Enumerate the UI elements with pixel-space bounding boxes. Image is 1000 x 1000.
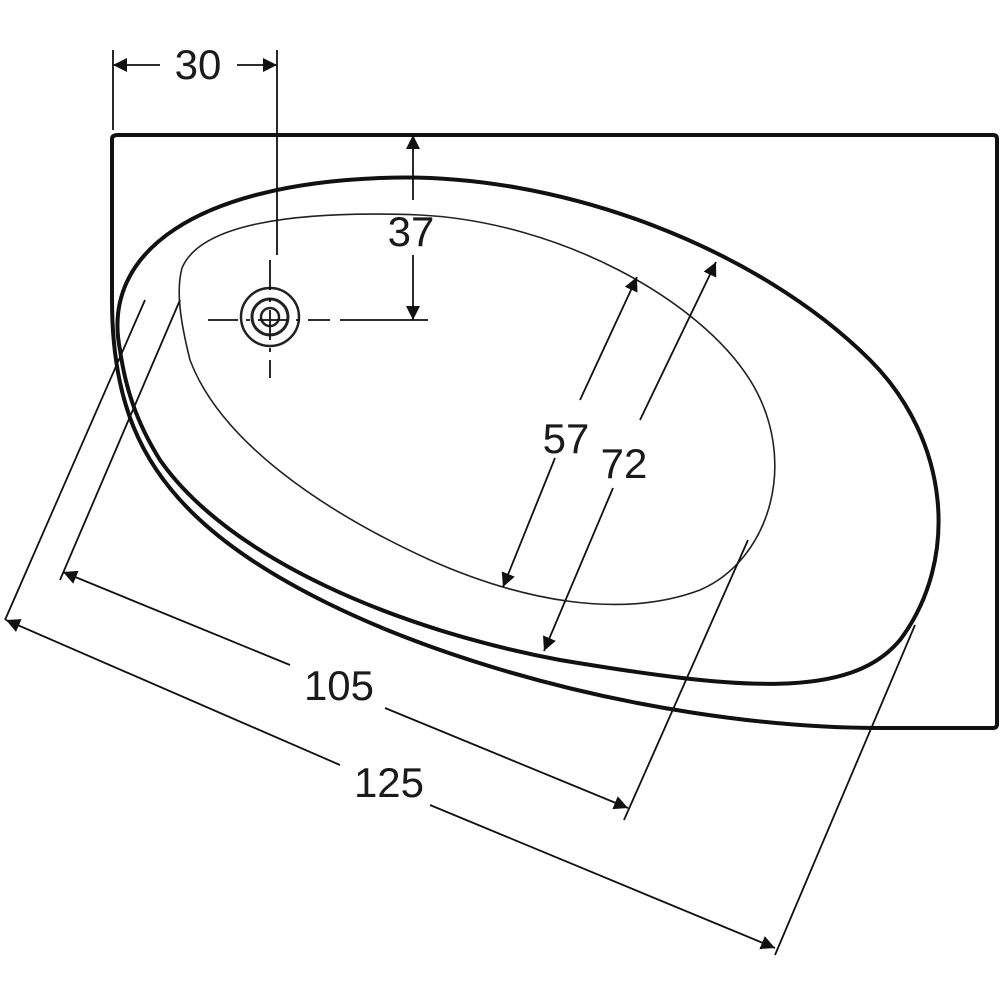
basin-inner-floor — [178, 213, 776, 606]
dimension-label-105: 105 — [304, 662, 374, 709]
tub-outer-outline — [110, 133, 999, 730]
dimension-105: 105 — [59, 299, 749, 821]
basin-rim — [115, 175, 941, 686]
dimension-label-57: 57 — [543, 415, 590, 462]
dimension-label-37: 37 — [388, 208, 435, 255]
dimension-30: 30 — [112, 41, 278, 255]
dimension-label-125: 125 — [354, 759, 424, 806]
dimension-label-72: 72 — [601, 440, 648, 487]
dimension-72: 72 — [543, 261, 717, 652]
dimension-37: 37 — [340, 135, 435, 321]
drain-icon — [208, 260, 330, 378]
dimension-125: 125 — [4, 299, 916, 956]
dimension-label-30: 30 — [175, 41, 222, 88]
dimension-57: 57 — [501, 276, 638, 588]
